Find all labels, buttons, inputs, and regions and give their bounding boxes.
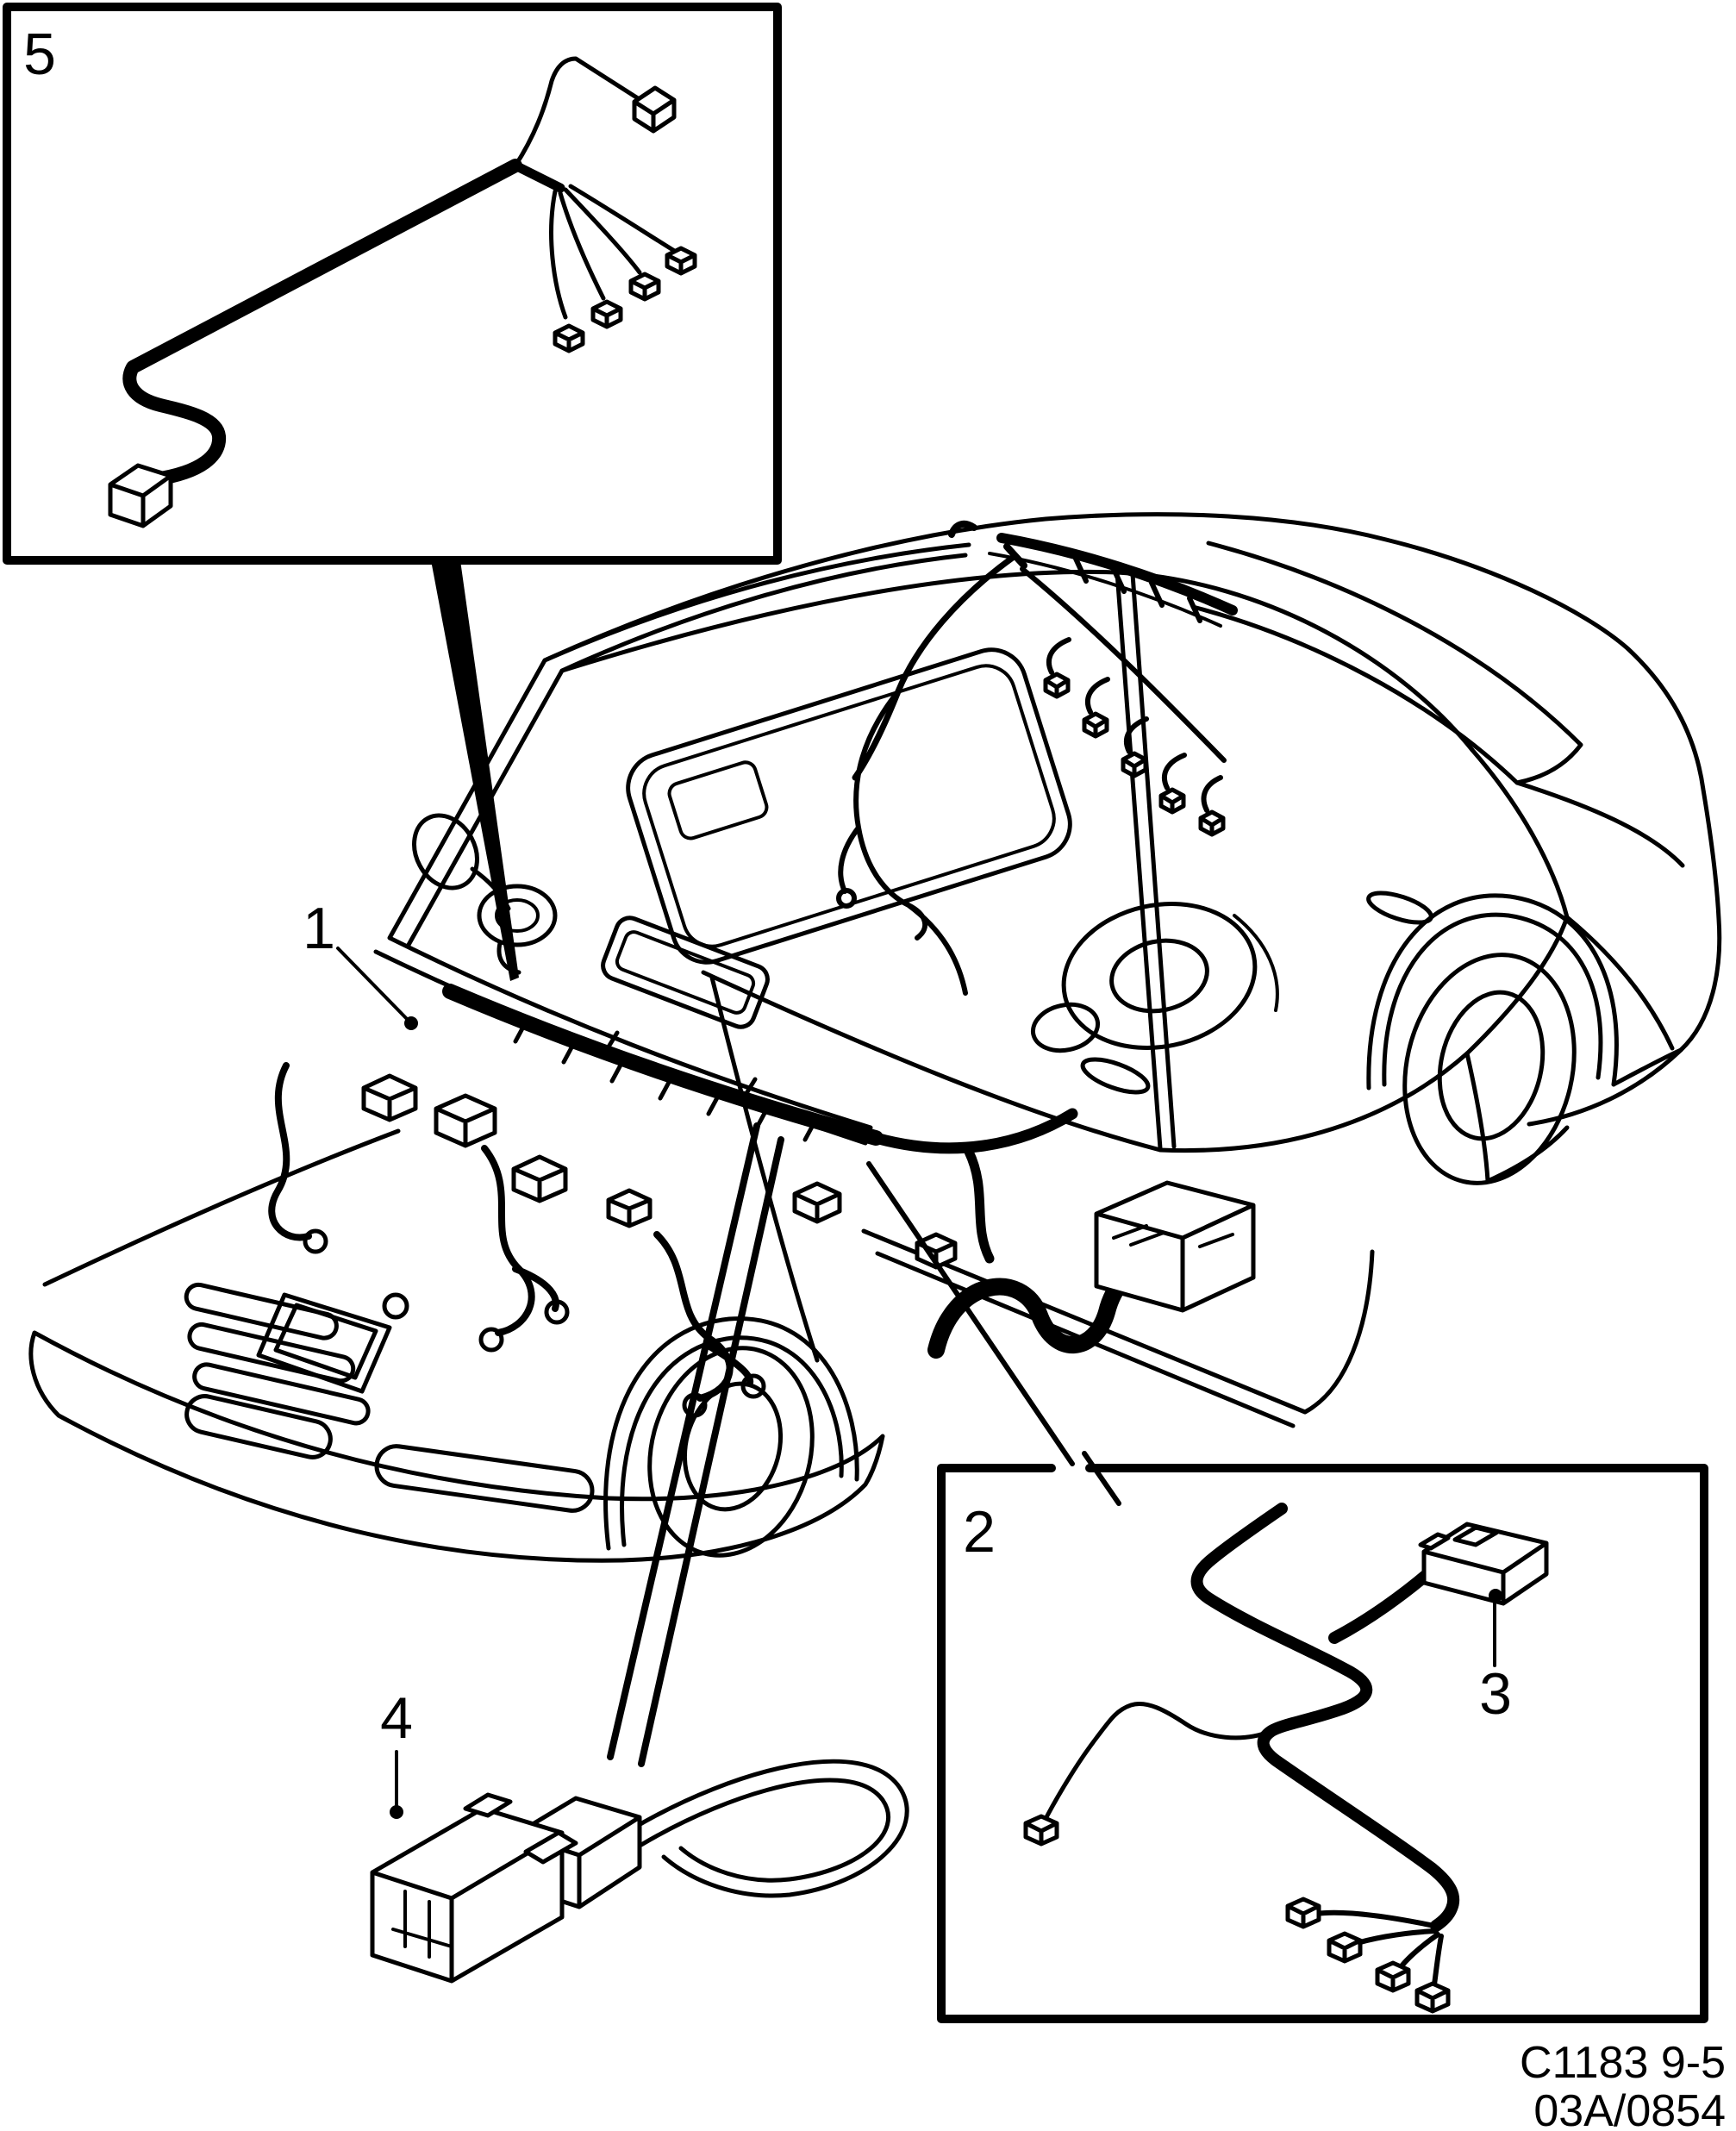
ring-terminal — [740, 1373, 766, 1399]
front-door-handle — [1080, 1057, 1151, 1095]
callout-3: 3 — [1479, 1589, 1512, 1727]
harness-5-branch-wires — [513, 56, 678, 320]
reservoir-cap — [477, 884, 558, 947]
harness-2-fan-wires — [1313, 1909, 1444, 1987]
figure-code-line1: C1183 9-5 — [1520, 2038, 1726, 2088]
harness-5-end-connector — [108, 463, 173, 528]
harness-5-branch-stub — [510, 160, 565, 193]
brake-booster — [1061, 901, 1258, 1051]
booster-rim — [1233, 914, 1279, 1012]
harness-2-trunk — [1190, 1503, 1460, 1932]
brake-booster-inner — [1109, 938, 1209, 1014]
side-mirror — [412, 813, 479, 891]
underbody-lines — [1302, 1047, 1683, 1415]
harness-5-top-connector — [632, 85, 677, 134]
sunroof-outer — [626, 647, 1072, 965]
engine-harness-detail — [268, 884, 1279, 1418]
harness-2-connector-branch — [1328, 1568, 1433, 1644]
cowl-harness-ticks — [513, 1016, 820, 1142]
callout-4-label: 4 — [380, 1685, 413, 1751]
roof-harness-ticks — [1073, 556, 1202, 623]
rear-wheel-arch — [1366, 893, 1619, 1090]
roof-side-rail — [559, 569, 1475, 753]
roof-harness-detail — [836, 520, 1238, 996]
roof-curl-connectors — [1043, 672, 1226, 837]
headliner-ring — [836, 888, 857, 909]
callout-5-label: 5 — [23, 22, 56, 87]
ring-terminal — [478, 1327, 504, 1353]
master-cylinder — [1030, 1002, 1101, 1053]
headlight — [256, 1292, 392, 1394]
callout-1: 1 — [303, 896, 418, 1030]
connector-4-wire-loop — [632, 1759, 909, 1898]
connector-4-latch-tabs — [463, 1792, 578, 1865]
roof-curl-branch — [1020, 566, 1227, 813]
rear-wheel-hub — [1437, 990, 1546, 1141]
connector-4-terminal-slots — [391, 1890, 453, 1959]
cowl-harness-band — [442, 984, 884, 1146]
harness-2-thin-wire — [1044, 1702, 1274, 1820]
harness-squiggles — [268, 1062, 754, 1402]
inset-box-2-border — [937, 1464, 1708, 2023]
figure-code-line2: 03A/0854 — [1533, 2086, 1726, 2131]
car-roof-and-rear-profile — [542, 512, 1722, 1127]
inset-box-5-border — [3, 3, 782, 565]
connector-4-front-shell — [370, 1806, 565, 1984]
connector-3-latch — [1418, 1525, 1499, 1551]
sunroof — [626, 647, 1072, 965]
harness-2-small-connector — [1023, 1814, 1059, 1847]
connector-4-pointer-lines — [607, 1122, 784, 1767]
cowl-harness-branch — [870, 1108, 1078, 1154]
cowl-harness-drop — [964, 1147, 995, 1264]
inset-box-5: 5 — [3, 3, 782, 565]
callout-1-dot — [404, 1016, 418, 1030]
grille-slat — [184, 1282, 339, 1340]
car-illustration — [28, 512, 1722, 1563]
harness-5-fan-connectors — [553, 246, 697, 353]
rear-window-and-quarter — [1190, 541, 1685, 1056]
callout-1-label: 1 — [303, 896, 335, 961]
front-fascia — [28, 1128, 885, 1563]
harness-5-trunk — [122, 159, 522, 486]
rear-wheel — [1402, 953, 1577, 1185]
harness-2-fan-connectors — [1285, 1897, 1451, 2014]
relay-cover — [601, 916, 770, 1029]
overhead-console — [667, 760, 769, 841]
bumper-slot-right — [374, 1444, 595, 1513]
callout-2-label: 2 — [963, 1499, 996, 1565]
relay-cover-outer — [601, 916, 770, 1029]
front-wheel-arch — [603, 1316, 859, 1551]
inset-2-leader-break — [1082, 1451, 1121, 1506]
connector-4-detail: 4 — [370, 1685, 909, 1984]
ring-terminal — [544, 1299, 570, 1325]
headliner-wires — [838, 689, 968, 996]
grille-slat — [192, 1362, 371, 1426]
fuse-box — [1094, 1180, 1256, 1313]
connector-3-body — [1421, 1522, 1549, 1606]
callout-3-label: 3 — [1479, 1661, 1512, 1727]
grille-badge — [382, 1292, 409, 1320]
grille-slat — [187, 1322, 356, 1384]
ring-terminal — [303, 1228, 328, 1254]
callout-1-leader — [336, 947, 410, 1022]
headliner-branch — [852, 553, 1017, 781]
callout-4-dot — [390, 1805, 403, 1819]
roof-harness-band — [996, 533, 1238, 616]
fuse-box-lid-lines — [1112, 1224, 1234, 1248]
reservoir-cap-inner — [495, 898, 540, 933]
inset-2-leader — [866, 1161, 1075, 1466]
b-pillar — [1115, 570, 1177, 1151]
grille — [184, 1282, 371, 1426]
inset-box-2: 2 3 — [937, 1464, 1708, 2023]
inset-5-pointer-wedge — [431, 560, 519, 981]
bumper-slot-left — [184, 1394, 333, 1459]
relay-cover-inner — [615, 930, 756, 1015]
callout-3-dot — [1489, 1589, 1502, 1603]
front-wheel — [647, 1346, 815, 1558]
figure-code: C1183 9-5 03A/0854 — [1520, 2038, 1726, 2131]
sunroof-inner — [642, 664, 1056, 948]
